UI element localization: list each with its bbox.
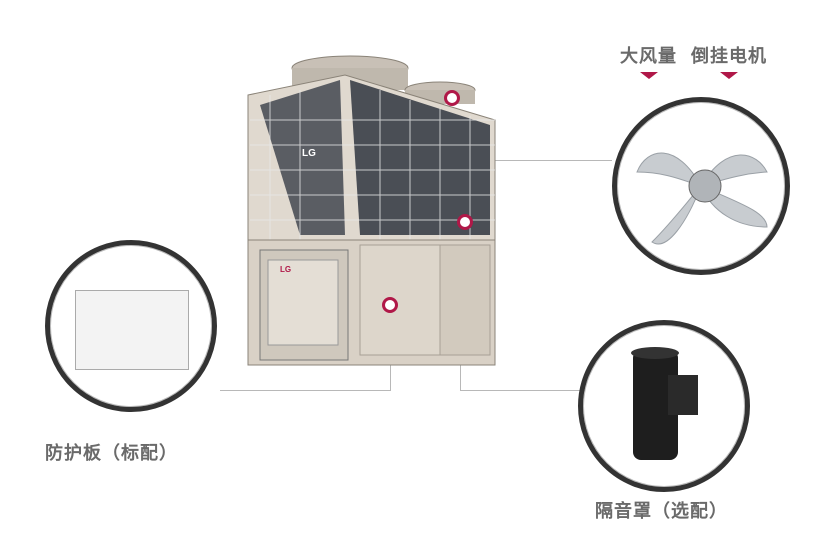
chevron-down-icon bbox=[720, 72, 738, 79]
panel-connector-line-h bbox=[220, 390, 391, 391]
fan-motor-hotspot-marker[interactable] bbox=[457, 214, 473, 230]
sound-cover-detail-circle bbox=[578, 320, 750, 492]
cover-connector-line-h bbox=[460, 390, 582, 391]
fan-feature-title-2: 倒挂电机 bbox=[691, 46, 767, 67]
compressor-cover-image bbox=[631, 347, 698, 460]
sound-cover-label: 隔音罩（选配） bbox=[595, 501, 728, 522]
fan-detail-circle bbox=[612, 97, 790, 275]
fan-connector-line bbox=[490, 160, 612, 161]
brand-logo-coil: LG bbox=[302, 148, 316, 159]
guard-panel-detail-circle bbox=[45, 240, 217, 412]
guard-panel-label: 防护板（标配） bbox=[45, 443, 178, 464]
fan-feature-title-1: 大风量 bbox=[620, 46, 677, 67]
guard-panel-image bbox=[75, 290, 189, 370]
fan-feature-titles: 大风量 倒挂电机 bbox=[620, 46, 767, 79]
chiller-unit-image bbox=[247, 55, 496, 366]
panel-hotspot-marker[interactable] bbox=[382, 297, 398, 313]
chevron-down-icon bbox=[639, 72, 658, 79]
brand-logo-panel: LG bbox=[280, 265, 292, 274]
fan-hotspot-marker[interactable] bbox=[444, 90, 460, 106]
fan-blade-icon bbox=[636, 152, 768, 245]
